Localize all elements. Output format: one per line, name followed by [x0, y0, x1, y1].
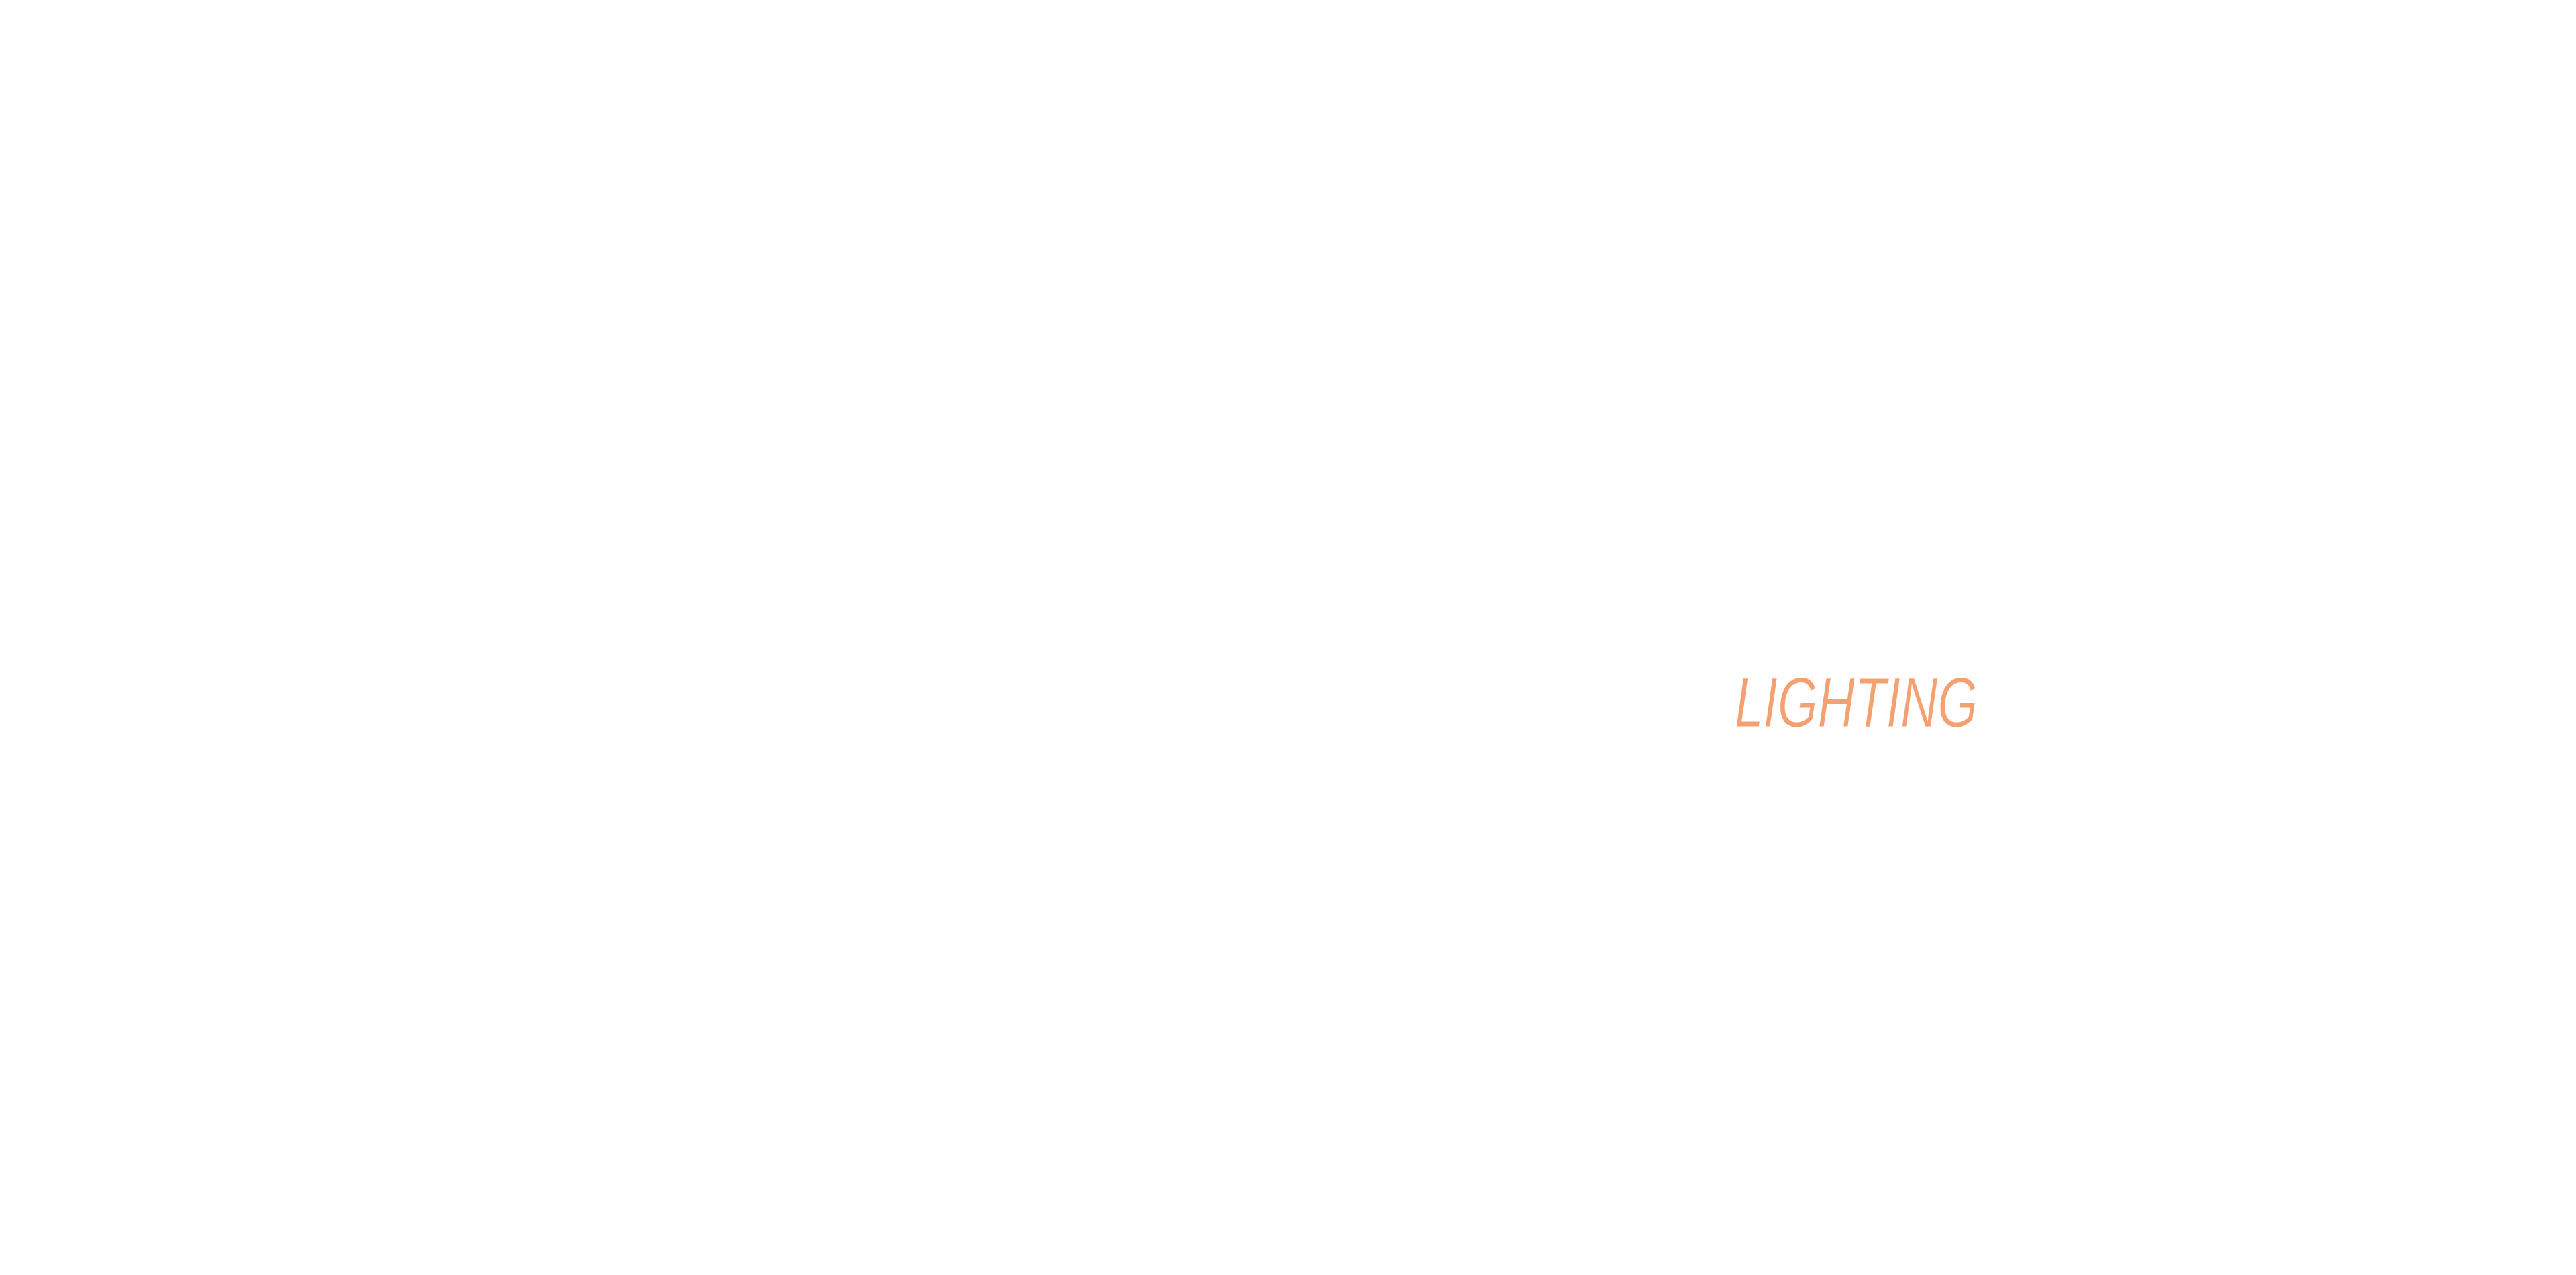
lighting-logo: LIGHTING [1735, 664, 1978, 742]
